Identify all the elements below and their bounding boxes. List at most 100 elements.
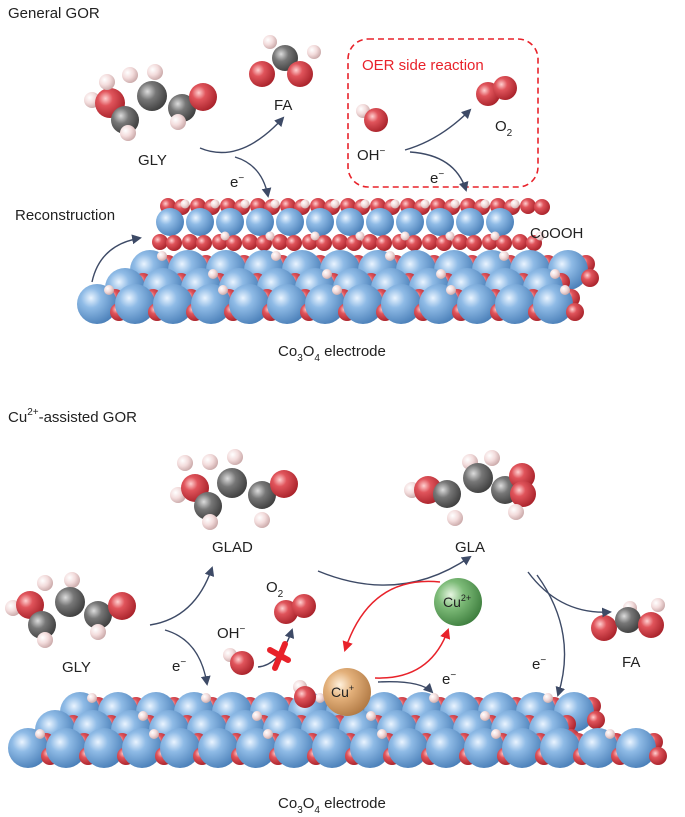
hydrogen-atom [138, 711, 148, 721]
hydrogen-atom [263, 729, 273, 739]
oxygen-atom [452, 234, 468, 250]
cu2-label: Cu2+ [443, 593, 471, 610]
fa-label-bottom: FA [622, 654, 640, 671]
o2-molecule-bottom [274, 594, 316, 624]
cobalt-atom [396, 208, 424, 236]
hydrogen-atom [360, 199, 370, 209]
red-arrow-cu2-to-cu1 [342, 580, 441, 652]
cu2-ion [434, 578, 482, 626]
electrode-label-top: Co3O4 electrode [278, 343, 386, 364]
hydrogen-atom [271, 251, 281, 261]
hydrogen-atom [322, 269, 332, 279]
hydrogen-atom [332, 285, 342, 295]
cobalt-atom [186, 208, 214, 236]
cobalt-atom [160, 728, 200, 768]
hydrogen-atom [240, 199, 250, 209]
cobalt-atom [46, 728, 86, 768]
hydrogen-atom [436, 269, 446, 279]
cobalt-atom [312, 728, 352, 768]
cobalt-atom [216, 208, 244, 236]
hydrogen-atom [400, 231, 410, 241]
arrow-gly-to-surface-bottom [164, 629, 211, 686]
cu1-label: Cu+ [331, 683, 354, 700]
oxygen-atom [520, 198, 536, 214]
co3o4-electrode-top [77, 250, 599, 324]
hydrogen-atom [543, 693, 553, 703]
oh-molecule-bottom [223, 648, 254, 675]
electron-label-bottom-mid: e− [442, 670, 456, 688]
cobalt-atom [229, 284, 269, 324]
oxygen-atom [406, 235, 422, 251]
o2-label-bottom: O2 [266, 579, 284, 600]
gla-molecule [404, 450, 536, 526]
gly-molecule-top [84, 64, 217, 141]
hydrogen-atom [491, 729, 501, 739]
cobalt-atom [616, 728, 656, 768]
gly-label-top: GLY [138, 152, 167, 169]
oxygen-atom [196, 235, 212, 251]
hydrogen-atom [445, 231, 455, 241]
hydrogen-atom [265, 231, 275, 241]
bottom-panel-title: Cu2+-assisted GOR [8, 407, 137, 426]
hydrogen-atom [218, 285, 228, 295]
hydrogen-atom [201, 693, 211, 703]
hydrogen-atom [330, 199, 340, 209]
electron-label-bottom-left: e− [172, 657, 186, 675]
coooh-label: CoOOH [530, 225, 583, 242]
hydrogen-atom [252, 711, 262, 721]
cobalt-atom [486, 208, 514, 236]
arrow-oh-to-o2 [404, 108, 472, 151]
hydrogen-atom [377, 729, 387, 739]
hydrogen-atom [510, 199, 520, 209]
arrow-oh-to-surface [409, 151, 469, 192]
cu1-ion [293, 668, 371, 716]
red-arrow-cu1-to-cu2 [374, 628, 451, 679]
o2-molecule-top [476, 76, 517, 106]
hydrogen-atom [300, 199, 310, 209]
blocked-cross-icon [267, 641, 291, 671]
top-panel-title: General GOR [8, 5, 100, 22]
hydrogen-atom [390, 199, 400, 209]
o2-label-top: O2 [495, 118, 513, 139]
fa-label-top: FA [274, 97, 292, 114]
electron-label-oer: e− [430, 169, 444, 187]
hydrogen-atom [420, 199, 430, 209]
cobalt-atom [343, 284, 383, 324]
arrow-cu-to-surface [377, 681, 434, 694]
hydrogen-atom [149, 729, 159, 739]
hydrogen-atom [220, 231, 230, 241]
cobalt-atom [366, 208, 394, 236]
gly-label-bottom: GLY [62, 659, 91, 676]
oxygen-atom [272, 234, 288, 250]
cobalt-atom [246, 208, 274, 236]
electrode-label-bottom: Co3O4 electrode [278, 795, 386, 816]
hydrogen-atom [35, 729, 45, 739]
arrow-reconstruction [91, 234, 142, 283]
oxygen-atom [649, 747, 667, 765]
hydrogen-atom [480, 199, 490, 209]
oer-side-reaction-box [347, 38, 539, 188]
reconstruction-label: Reconstruction [15, 207, 115, 224]
co3o4-electrode-bottom [8, 692, 667, 768]
hydrogen-atom [210, 199, 220, 209]
hydrogen-atom [499, 251, 509, 261]
hydrogen-atom [429, 693, 439, 703]
hydrogen-atom [310, 231, 320, 241]
arrow-gla-to-surface [536, 574, 566, 697]
electron-label-bottom-right: e− [532, 655, 546, 673]
hydrogen-atom [104, 285, 114, 295]
oer-title: OER side reaction [362, 57, 484, 74]
oxygen-atom [496, 235, 512, 251]
cobalt-atom [336, 208, 364, 236]
hydrogen-atom [450, 199, 460, 209]
oxygen-atom [332, 234, 348, 250]
arrow-gly-to-fa [199, 116, 285, 154]
cobalt-atom [426, 728, 466, 768]
electron-label-top: e− [230, 173, 244, 191]
hydrogen-atom [535, 231, 545, 241]
hydrogen-atom [208, 269, 218, 279]
hydrogen-atom [355, 231, 365, 241]
hydrogen-atom [270, 199, 280, 209]
cobalt-atom [156, 208, 184, 236]
